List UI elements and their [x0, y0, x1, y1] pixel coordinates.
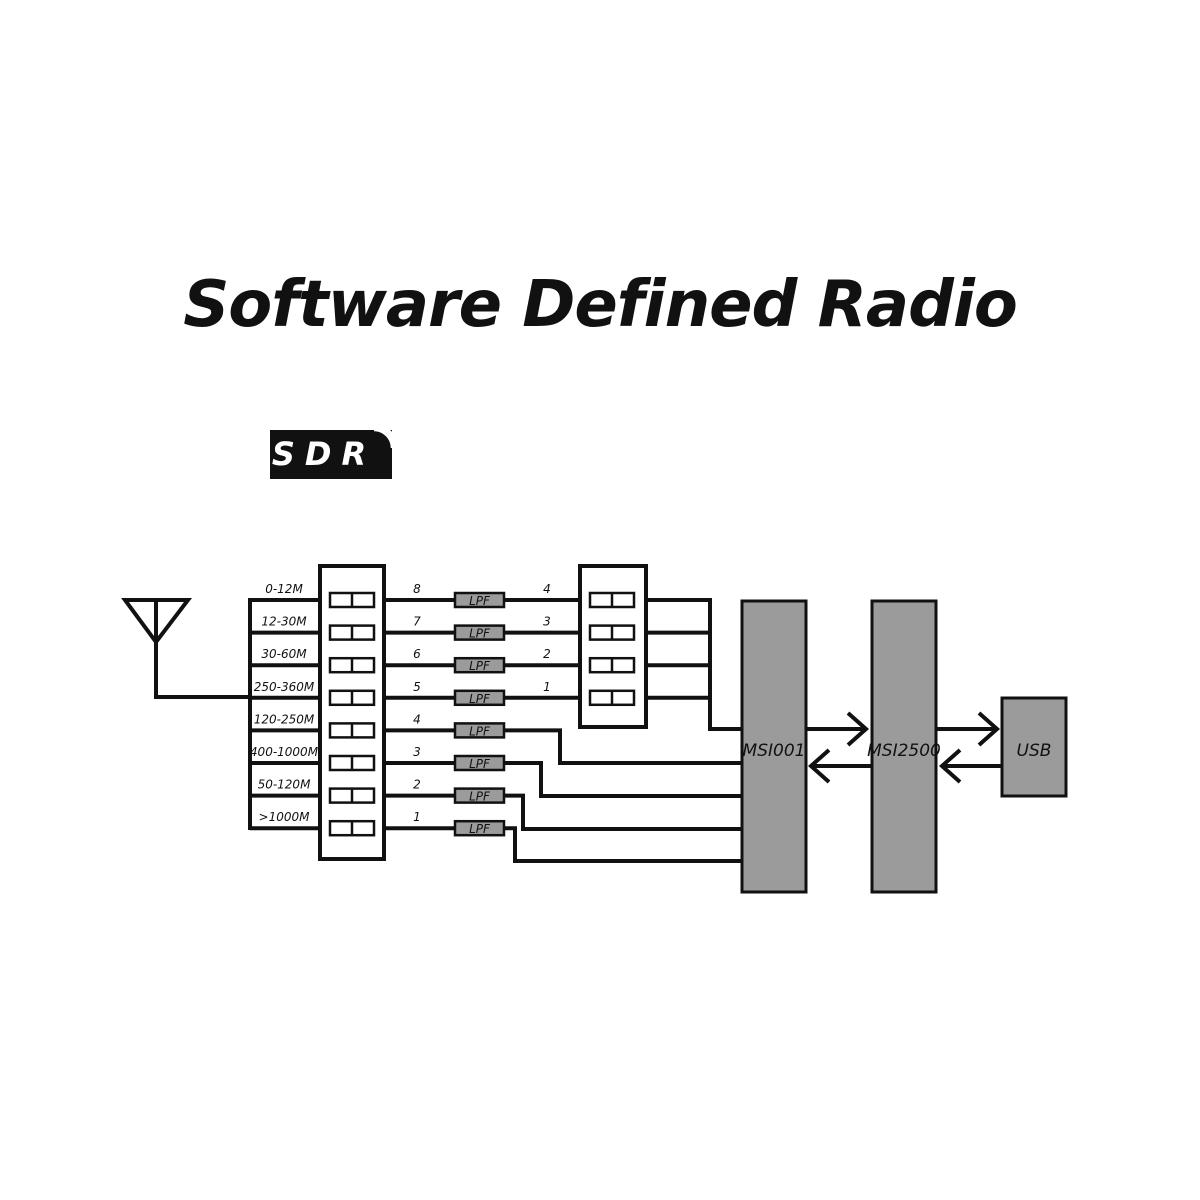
band-label: 120-250M	[254, 712, 315, 726]
port-label: 3	[413, 745, 421, 759]
port-label: 4	[543, 582, 551, 596]
band-label: 30-60M	[261, 647, 307, 661]
port-label: 5	[413, 680, 421, 694]
port-label: 8	[413, 582, 421, 596]
lpf-label: LPF	[469, 790, 491, 804]
lpf-label: LPF	[469, 822, 491, 836]
lpf-to-tuner-wire	[504, 793, 742, 831]
lpf-label: LPF	[469, 724, 491, 738]
band-label: 0-12M	[265, 582, 303, 596]
arrow-usb-to-bridge	[938, 748, 1002, 784]
lpf-label: LPF	[469, 627, 491, 641]
antenna-icon	[121, 598, 252, 699]
band-label: 50-120M	[258, 778, 312, 792]
port-label: 3	[543, 615, 551, 629]
lpf-label: LPF	[469, 757, 491, 771]
tuner-chip	[740, 599, 808, 894]
port-label: 7	[413, 615, 421, 629]
usb-port-label: USB	[1017, 741, 1052, 761]
port-label: 6	[413, 647, 421, 661]
lpf-to-tuner-wire	[504, 761, 742, 798]
signal-arc-icon	[373, 430, 392, 449]
tuner-chip-label: MSI001	[743, 741, 806, 761]
lpf-to-tuner-wire	[504, 826, 742, 863]
lpf-label: LPF	[469, 659, 491, 673]
sdr-badge-text: SDR	[271, 435, 377, 473]
page-title: Software Defined Radio	[183, 268, 1018, 342]
usb-port	[1000, 696, 1068, 798]
band-label: 400-1000M	[250, 745, 319, 759]
lpf-label: LPF	[469, 692, 491, 706]
port-label: 1	[543, 680, 551, 694]
band-label: 250-360M	[254, 680, 315, 694]
bridge-chip	[870, 599, 938, 894]
port-label: 4	[413, 712, 421, 726]
band-label: 12-30M	[261, 615, 307, 629]
sdr-badge: SDR	[270, 430, 392, 479]
lpf-to-tuner-wire	[504, 728, 742, 765]
port-label: 1	[413, 810, 421, 824]
port-label: 2	[543, 647, 551, 661]
band-label: >1000M	[259, 810, 311, 824]
arrow-tuner-to-bridge	[806, 711, 870, 747]
bridge-chip-label: MSI2500	[867, 741, 941, 761]
band-switch-1	[318, 564, 386, 861]
lpf-label: LPF	[469, 594, 491, 608]
arrow-bridge-to-tuner	[807, 748, 871, 784]
port-label: 2	[413, 778, 421, 792]
arrow-bridge-to-usb	[937, 711, 1001, 747]
